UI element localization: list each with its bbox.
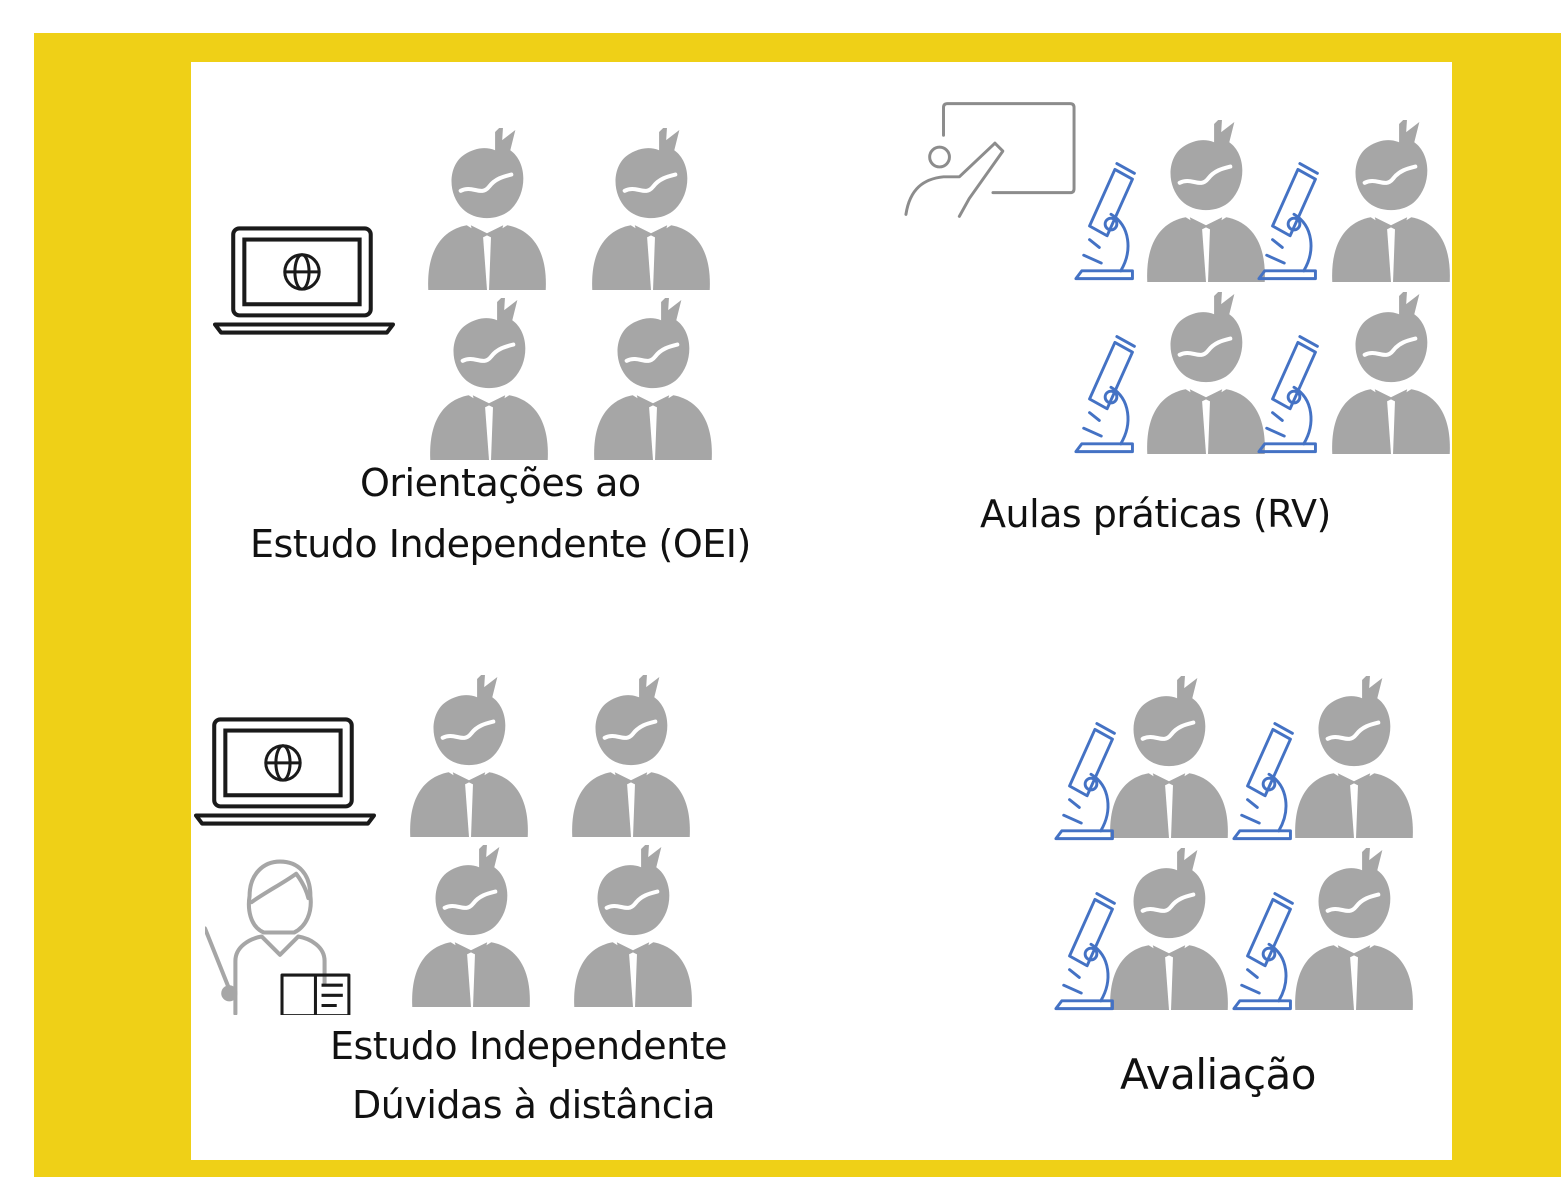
microscope-icon (1074, 162, 1136, 281)
student-icon (1330, 120, 1452, 282)
microscope-icon (1257, 162, 1319, 281)
laptop-globe-icon (194, 716, 376, 828)
student-icon (408, 675, 530, 837)
presenter-board-icon (904, 102, 1076, 218)
label-ei-line2: Dúvidas à distância (352, 1083, 716, 1127)
student-icon (1330, 292, 1452, 454)
student-icon (426, 128, 548, 290)
label-avaliacao: Avaliação (1120, 1050, 1316, 1099)
microscope-icon (1232, 722, 1294, 841)
label-oei-line1: Orientações ao (360, 461, 641, 505)
label-oei-line2: Estudo Independente (OEI) (250, 522, 751, 566)
student-icon (1293, 848, 1415, 1010)
teacher-book-icon (205, 850, 357, 1015)
student-icon (592, 298, 714, 460)
student-icon (1145, 292, 1267, 454)
label-ei-line1: Estudo Independente (330, 1024, 727, 1068)
student-icon (428, 298, 550, 460)
microscope-icon (1054, 722, 1116, 841)
microscope-icon (1054, 892, 1116, 1011)
student-icon (590, 128, 712, 290)
microscope-icon (1257, 335, 1319, 454)
microscope-icon (1074, 335, 1136, 454)
student-icon (572, 845, 694, 1007)
microscope-icon (1232, 892, 1294, 1011)
label-rv: Aulas práticas (RV) (980, 492, 1331, 536)
student-icon (1145, 120, 1267, 282)
laptop-globe-icon (213, 225, 395, 337)
student-icon (410, 845, 532, 1007)
student-icon (570, 675, 692, 837)
student-icon (1293, 676, 1415, 838)
